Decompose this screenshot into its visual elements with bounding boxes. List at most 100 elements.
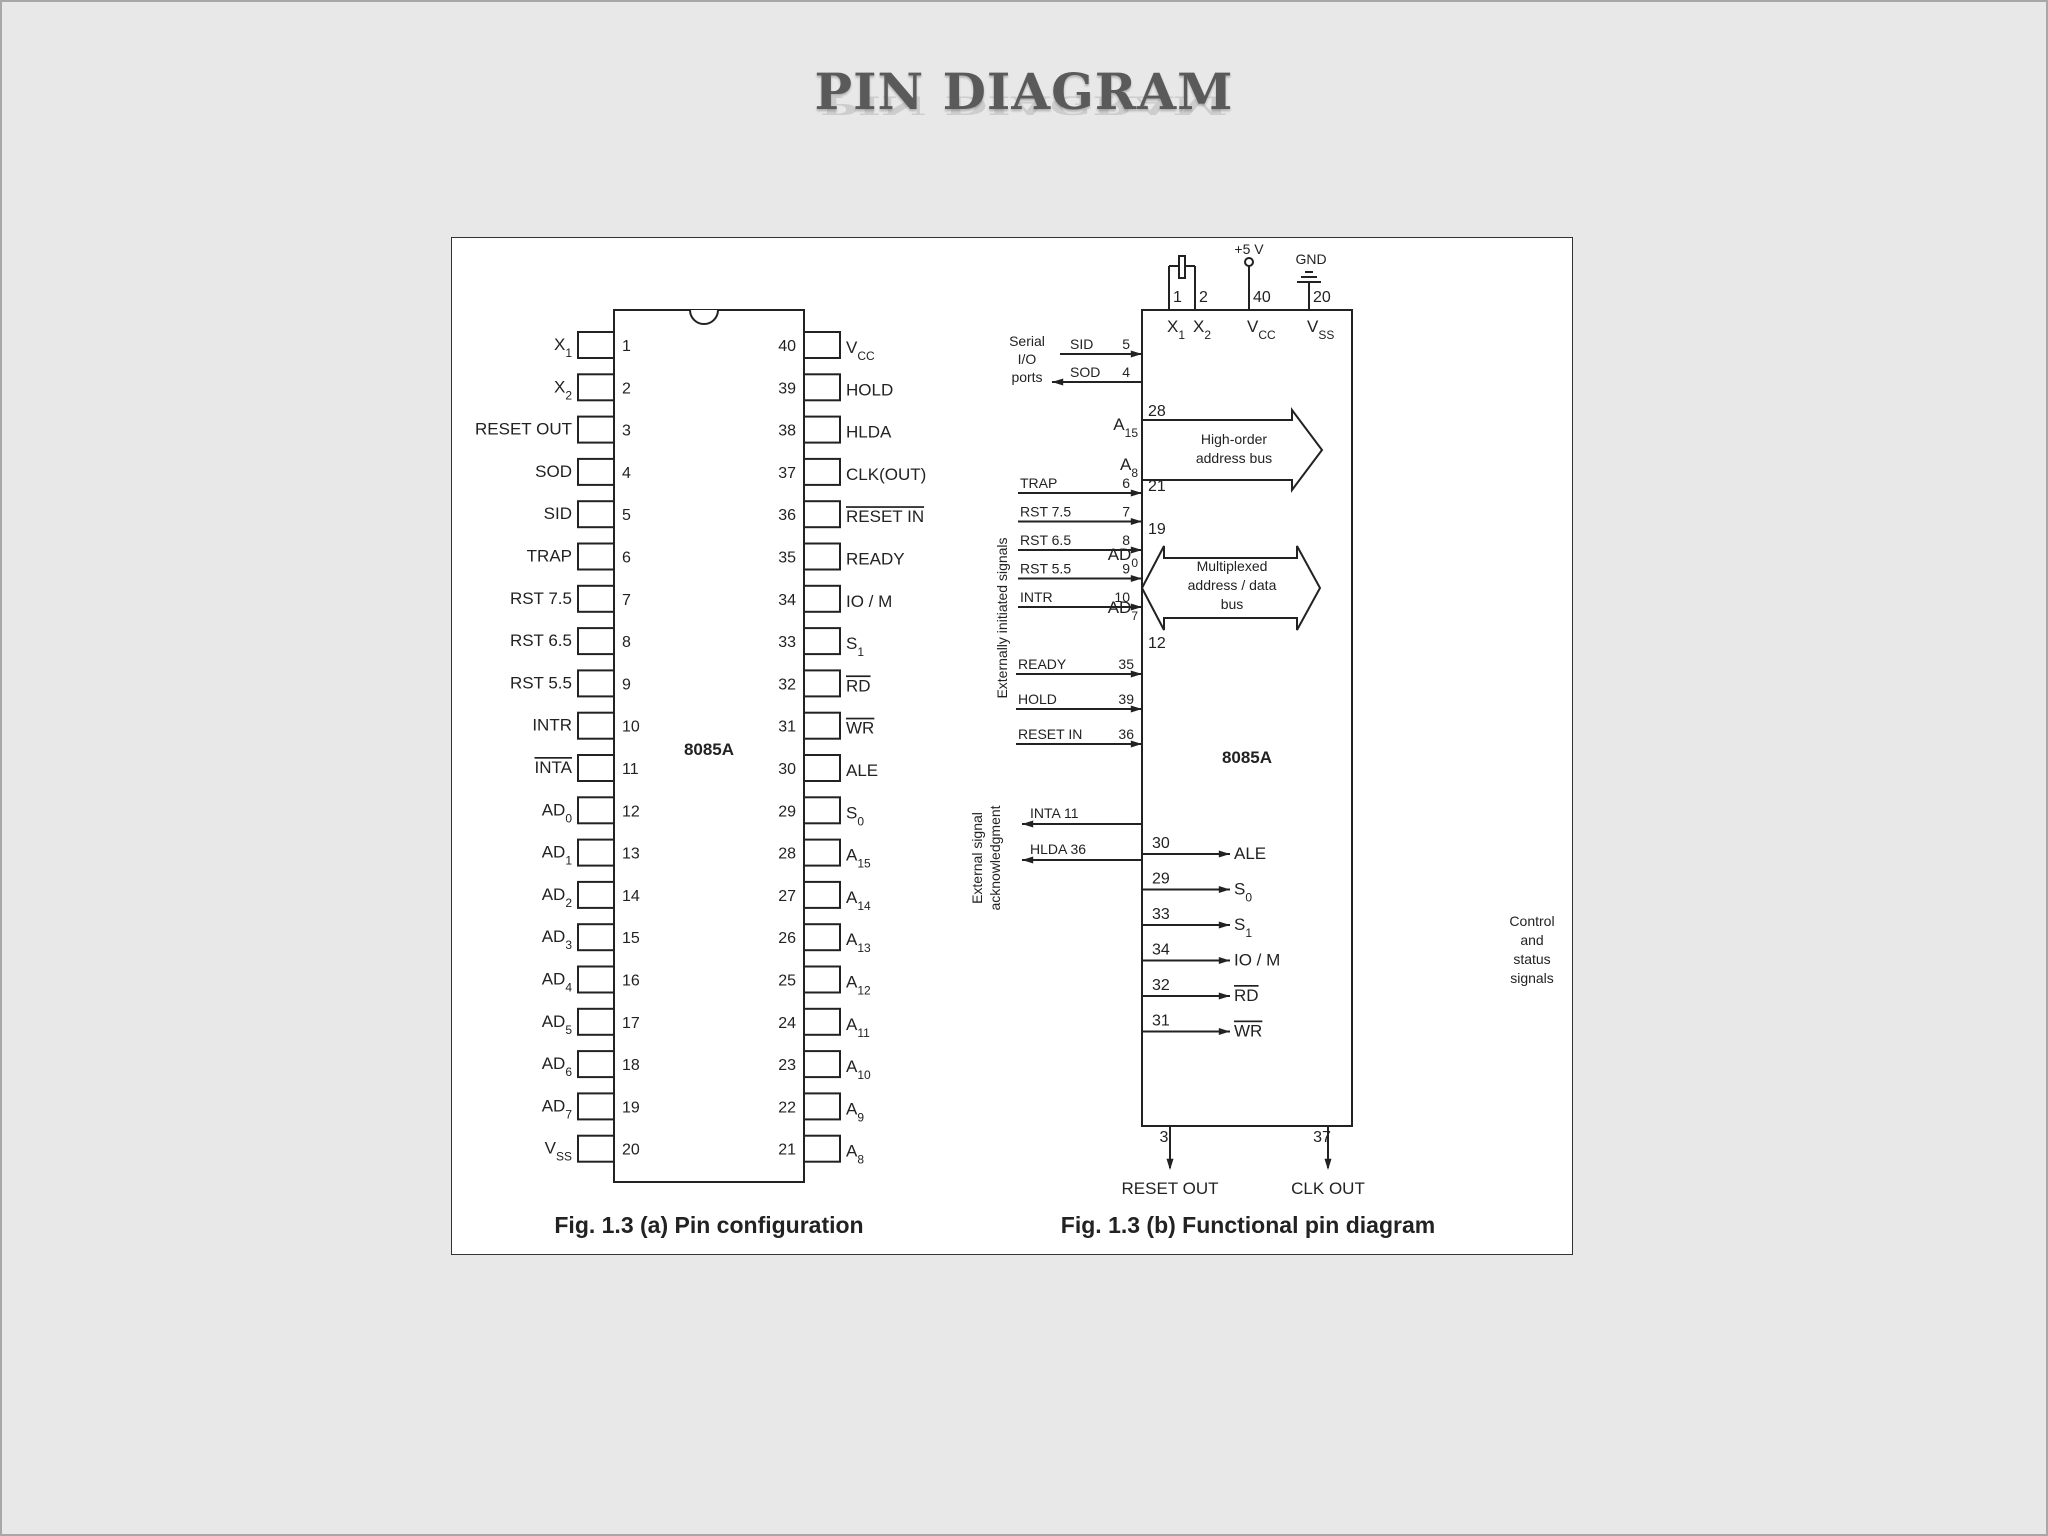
arrow-right-icon	[1218, 921, 1230, 929]
control-group-label: status	[1513, 951, 1550, 967]
right-pin-label-a9: A9	[846, 1099, 864, 1124]
right-pin-number: 38	[778, 423, 796, 440]
control-pin-label-rd: RD	[1234, 986, 1259, 1005]
left-pin-box	[577, 1007, 615, 1036]
right-pin-box	[803, 1092, 841, 1121]
right-pin-label-reset-in: RESET IN	[846, 507, 924, 526]
right-pin-box	[803, 415, 841, 444]
right-pin-label-a11: A11	[846, 1015, 870, 1040]
right-pin-number: 25	[778, 973, 796, 990]
left-pin-box	[577, 711, 615, 740]
left-pin-box	[577, 1134, 615, 1163]
left-pin-label-intr: INTR	[532, 716, 572, 735]
right-pin-box	[803, 880, 841, 909]
left-pin-number: 18	[622, 1057, 640, 1074]
left-pin-label-ad1: AD1	[542, 843, 573, 868]
ad0-label: AD0	[1108, 545, 1139, 570]
left-pin-number: 7	[622, 592, 631, 609]
left-caption: Fig. 1.3 (a) Pin configuration	[554, 1212, 863, 1238]
control-group-label: and	[1520, 932, 1543, 948]
a8-pin-number: 21	[1148, 478, 1166, 495]
right-pin-box	[803, 923, 841, 952]
right-pin-label-s1: S1	[846, 634, 864, 659]
right-pin-label-ale: ALE	[846, 761, 878, 780]
left-pin-label-x2: X2	[554, 377, 572, 402]
right-pin-box	[803, 796, 841, 825]
a15-pin-number: 28	[1148, 403, 1166, 420]
control-pin-label-s0: S0	[1234, 880, 1252, 905]
right-pin-number: 40	[778, 338, 796, 355]
right-pin-box	[803, 542, 841, 571]
ad0-pin-number: 19	[1148, 521, 1166, 538]
left-pin-label-x1: X1	[554, 335, 572, 360]
ext-pin-label-intr: INTR	[1020, 589, 1053, 605]
right-pin-label-a8: A8	[846, 1142, 864, 1167]
left-pin-box	[577, 838, 615, 867]
left-pin-box	[577, 584, 615, 613]
left-pin-box	[577, 373, 615, 402]
left-pin-number: 20	[622, 1142, 640, 1159]
bottom-pin-number: 3	[1160, 1129, 1169, 1146]
ext-pin-label-rst-7-5: RST 7.5	[1020, 504, 1071, 520]
control-pin-label-wr: WR	[1234, 1022, 1262, 1041]
left-pin-number: 14	[622, 888, 640, 905]
control-pin-number: 32	[1152, 977, 1170, 994]
control-pin-number: 31	[1152, 1013, 1170, 1030]
left-pin-number: 4	[622, 465, 631, 482]
ext-pin-number: 7	[1122, 504, 1130, 520]
right-pin-label-a10: A10	[846, 1057, 871, 1082]
ext-pin-number: 6	[1122, 475, 1130, 491]
left-pin-number: 11	[622, 761, 639, 778]
arrow-right-icon	[1218, 850, 1230, 858]
left-pin-box	[577, 542, 615, 571]
multiplexed-bus-arrow	[1140, 545, 1322, 631]
arrow-right-icon	[1130, 740, 1142, 748]
ack-pin-label-inta: INTA 11	[1030, 805, 1079, 821]
right-pin-number: 35	[778, 550, 796, 567]
right-pin-box	[803, 754, 841, 782]
right-pin-box	[803, 457, 841, 486]
right-pin-box	[803, 965, 841, 994]
top-pin-number: 1	[1173, 289, 1182, 306]
serial-pin-number: 4	[1122, 364, 1130, 380]
right-pin-box	[803, 669, 841, 698]
right-pin-label-a15: A15	[846, 846, 871, 871]
right-pin-label-hold: HOLD	[846, 380, 893, 399]
top-pin-number: 2	[1199, 289, 1208, 306]
right-pin-number: 34	[778, 592, 796, 609]
serial-pin-label-sod: SOD	[1070, 364, 1100, 380]
left-pin-number: 1	[622, 338, 631, 355]
left-pin-box	[577, 500, 615, 529]
left-pin-number: 19	[622, 1099, 640, 1116]
multiplexed-bus-text: Multiplexed	[1197, 558, 1268, 574]
right-pin-label-vcc: VCC	[846, 338, 875, 363]
left-pin-number: 2	[622, 380, 631, 397]
ext-pin-number: 8	[1122, 532, 1130, 548]
right-pin-box	[803, 331, 841, 359]
right-pin-box	[803, 627, 841, 656]
left-pin-label-ad0: AD0	[542, 800, 573, 825]
control-pin-number: 34	[1152, 942, 1170, 959]
control-pin-number: 29	[1152, 871, 1170, 888]
right-pin-label-hlda: HLDA	[846, 423, 892, 442]
ext-pin-number: 36	[1118, 726, 1134, 742]
left-pin-label-trap: TRAP	[527, 547, 572, 566]
left-pin-box	[577, 754, 615, 782]
right-pin-label-clk-out: CLK(OUT)	[846, 465, 926, 484]
left-pin-label-ad2: AD2	[542, 885, 573, 910]
left-chip-label: 8085A	[684, 740, 734, 759]
chip-notch	[689, 309, 719, 325]
ext-initiated-group-label: Externally initiated signals	[994, 537, 1010, 698]
left-pin-label-reset-out: RESET OUT	[475, 420, 572, 439]
multiplexed-bus-text: address / data	[1188, 577, 1277, 593]
left-pin-label-ad3: AD3	[542, 927, 573, 952]
arrow-left-icon	[1022, 820, 1034, 828]
control-group-label: signals	[1510, 970, 1554, 986]
arrow-right-icon	[1130, 575, 1142, 582]
ext-pin-label-trap: TRAP	[1020, 475, 1057, 491]
right-pin-number: 33	[778, 634, 796, 651]
functional-chip-label: 8085A	[1222, 748, 1272, 767]
page-title: PIN DIAGRAM	[814, 62, 1234, 121]
gnd-label: GND	[1295, 251, 1326, 267]
